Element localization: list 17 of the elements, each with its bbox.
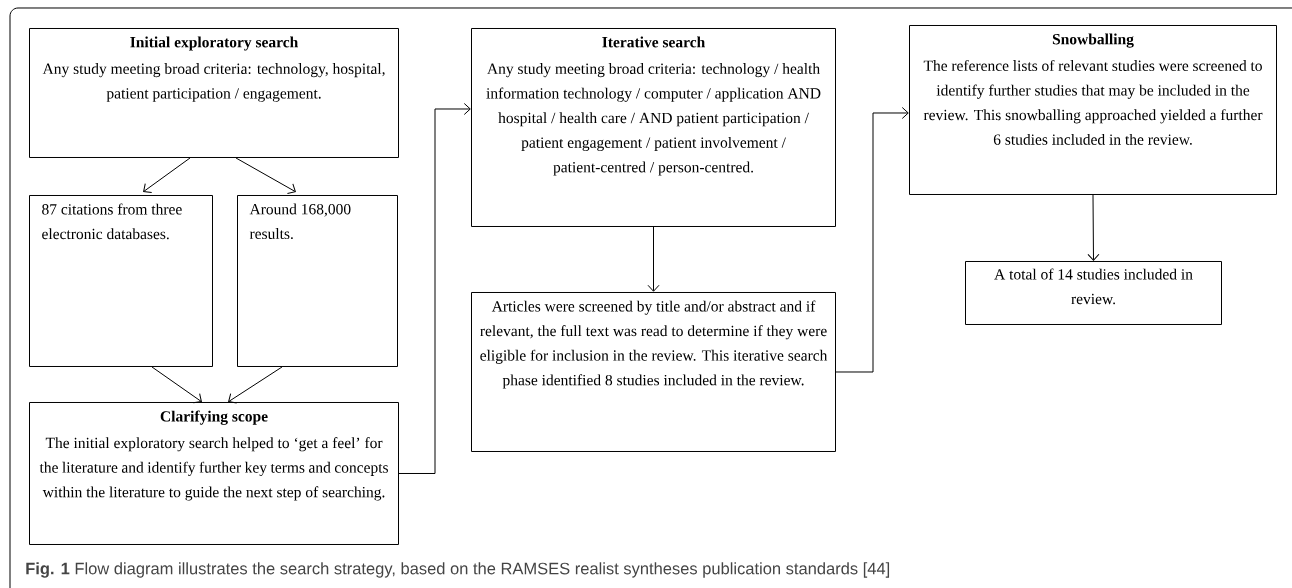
- arrow: [1087, 194, 1100, 261]
- caption: Fig. 1 Flow diagram illustrates the search strategy, based on the RAMSES realist syntheses publication standards [44]: [26, 562, 890, 578]
- step-box: Articles were screened by title and/or abstract and if relevant, the full text was read to determine if they were eligible for inclusion in the review. This iterative search phase identified 8 studies included in the review.: [471, 292, 836, 452]
- step-box: 87 citations from three electronic databases.: [29, 195, 213, 367]
- arrow: [143, 157, 191, 193]
- step-box: A total of 14 studies included in review.: [965, 261, 1222, 325]
- arrow: [835, 107, 909, 373]
- arrow: [235, 157, 296, 194]
- step-box: Iterative search Any study meeting broad criteria: technology / health information technology / computer / application AND hospital / health care / AND patient participation / patient engagement / patient involvement / patient-centred / person-centred.: [471, 28, 836, 227]
- step-box: Snowballing The reference lists of relevant studies were screened to identify further studies that may be included in the review. This snowballing approached yielded a further 6 studies included in the review.: [909, 25, 1277, 195]
- arrow: [647, 226, 660, 292]
- arrow: [228, 366, 283, 404]
- step-box: Clarifying scope The initial exploratory search helped to ‘get a feel’ for the literature and identify further key terms and concepts within the literature to guide the next step of searching.: [29, 402, 399, 545]
- arrow: [398, 103, 471, 474]
- arrow: [151, 366, 202, 404]
- step-box: Initial exploratory search Any study meeting broad criteria: technology, hospital, patient participation / engagement.: [29, 28, 399, 158]
- step-box: Around 168,000 results.: [237, 195, 398, 367]
